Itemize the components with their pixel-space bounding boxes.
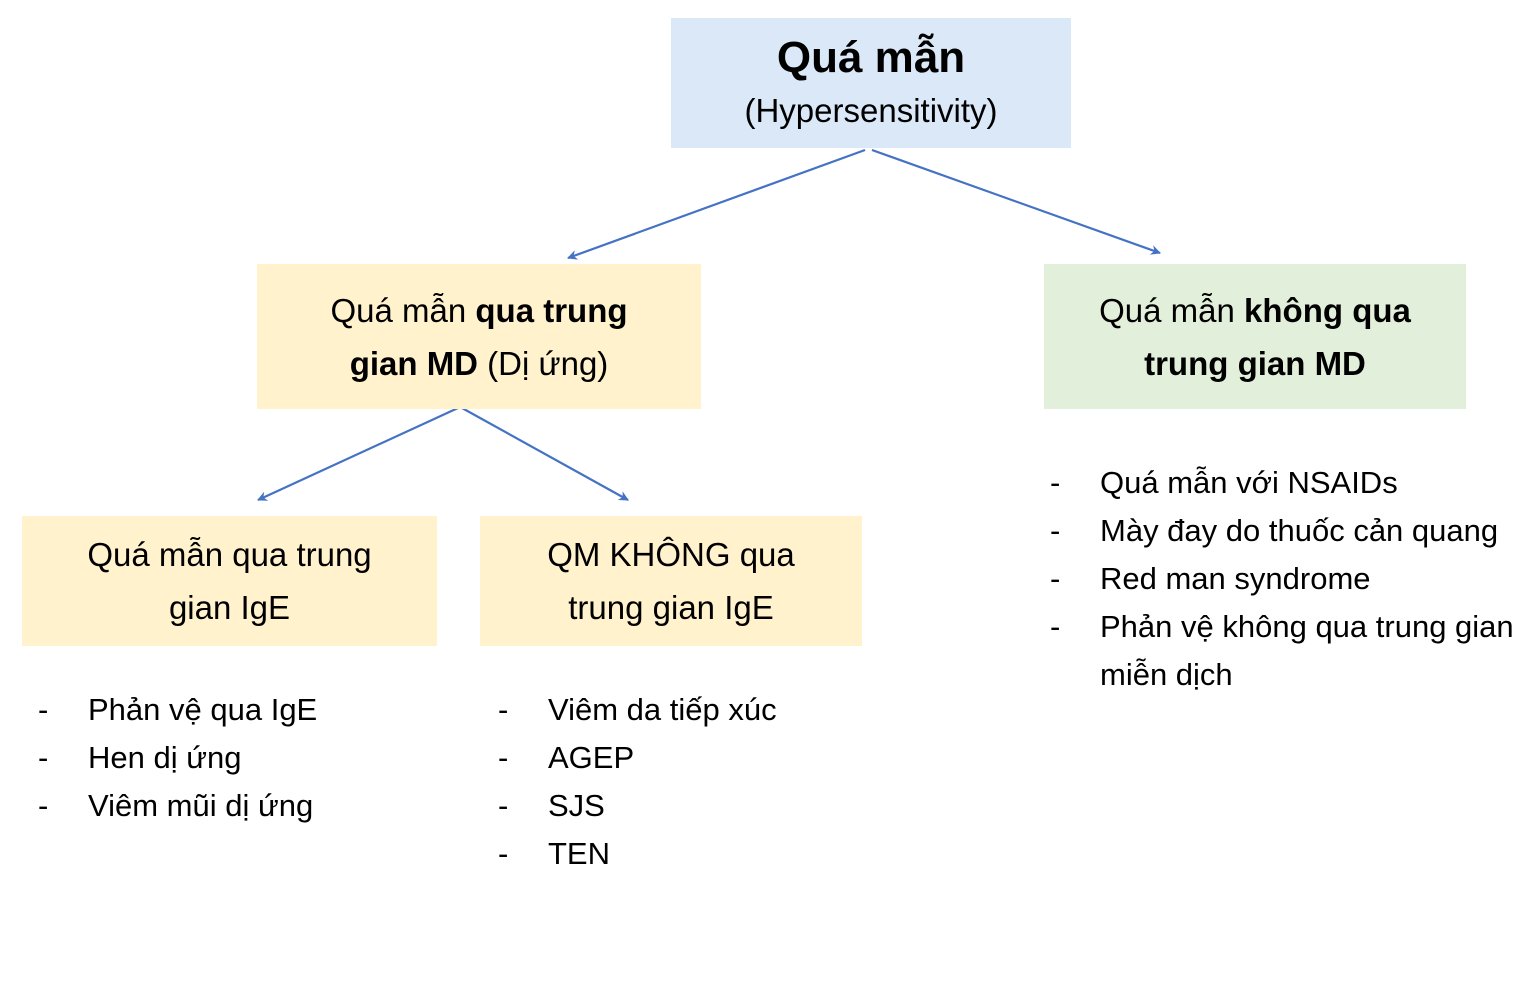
mediated-text-2: (Dị ứng) [478,344,609,382]
list-item-text: Viêm mũi dị ứng [88,788,314,823]
dash: - [38,740,49,775]
list-item-text: Hen dị ứng [88,740,242,775]
list-item-text: Mày đay do thuốc cản quang [1100,513,1499,548]
ige-list: - Phản vệ qua IgE - Hen dị ứng - Viêm mũi d… [38,686,438,830]
dash: - [1050,609,1061,644]
non-mediated-text: Quá mẫn [1099,291,1245,329]
ige-line2: gian IgE [168,589,291,626]
ige-node: Quá mẫn qua trung gian IgE [22,516,437,646]
dash: - [498,788,509,823]
arrow-root-to-non-mediated [871,148,1161,255]
list-item: - Mày đay do thuốc cản quang [1050,507,1520,555]
list-item: - Quá mẫn với NSAIDs [1050,459,1520,507]
list-item-text: Red man syndrome [1100,561,1371,596]
list-item-text: Quá mẫn với NSAIDs [1100,465,1398,500]
root-subtitle: (Hypersensitivity) [744,92,998,129]
list-item-text: Phản vệ qua IgE [88,692,318,727]
list-item: - Viêm da tiếp xúc [498,686,898,734]
list-item: - Phản vệ qua IgE [38,686,438,734]
mediated-bold: qua trung [475,291,628,329]
arrow-mediated-to-ige [257,407,459,501]
non-mediated-bold-2: trung gian MD [1144,344,1366,382]
arrow-root-to-mediated [567,148,866,260]
list-item-text: TEN [548,836,610,871]
list-item: - Viêm mũi dị ứng [38,782,438,830]
dash: - [498,740,509,775]
list-item: - Red man syndrome [1050,555,1520,603]
non-mediated-list: - Quá mẫn với NSAIDs - Mày đay do thuốc cả… [1050,459,1520,699]
list-item-text: SJS [548,788,605,823]
list-item: - Hen dị ứng [38,734,438,782]
dash: - [1050,513,1061,548]
list-item: - Phản vệ không qua trung gian miễn dịch [1050,603,1520,699]
dash: - [498,836,509,871]
non-ige-node: QM KHÔNG qua trung gian IgE [480,516,862,646]
mediated-node: Quá mẫn qua trung gian MD (Dị ứng) [257,264,701,409]
arrow-mediated-to-non-ige [461,407,629,501]
non-ige-line2: trung gian IgE [568,589,774,626]
list-item: - TEN [498,830,898,878]
list-item-text: AGEP [548,740,635,775]
list-item-text: Phản vệ không qua trung gian miễn dịch [1100,609,1514,692]
non-ige-list: - Viêm da tiếp xúc - AGEP - SJS - TEN [498,686,898,878]
dash: - [498,692,509,727]
ige-line1: Quá mẫn qua trung [87,536,372,573]
non-mediated-node: Quá mẫn không qua trung gian MD [1044,264,1466,409]
list-item: - SJS [498,782,898,830]
root-node: Quá mẫn (Hypersensitivity) [671,18,1071,148]
list-item-text: Viêm da tiếp xúc [548,692,777,727]
non-mediated-bold: không qua [1244,291,1411,329]
dash: - [1050,465,1061,500]
list-item: - AGEP [498,734,898,782]
root-title: Quá mẫn [776,33,966,82]
mediated-bold-2: gian MD [349,344,479,382]
dash: - [38,692,49,727]
mediated-text: Quá mẫn [330,291,476,329]
dash: - [1050,561,1061,596]
non-ige-line1: QM KHÔNG qua [547,536,795,573]
dash: - [38,788,49,823]
